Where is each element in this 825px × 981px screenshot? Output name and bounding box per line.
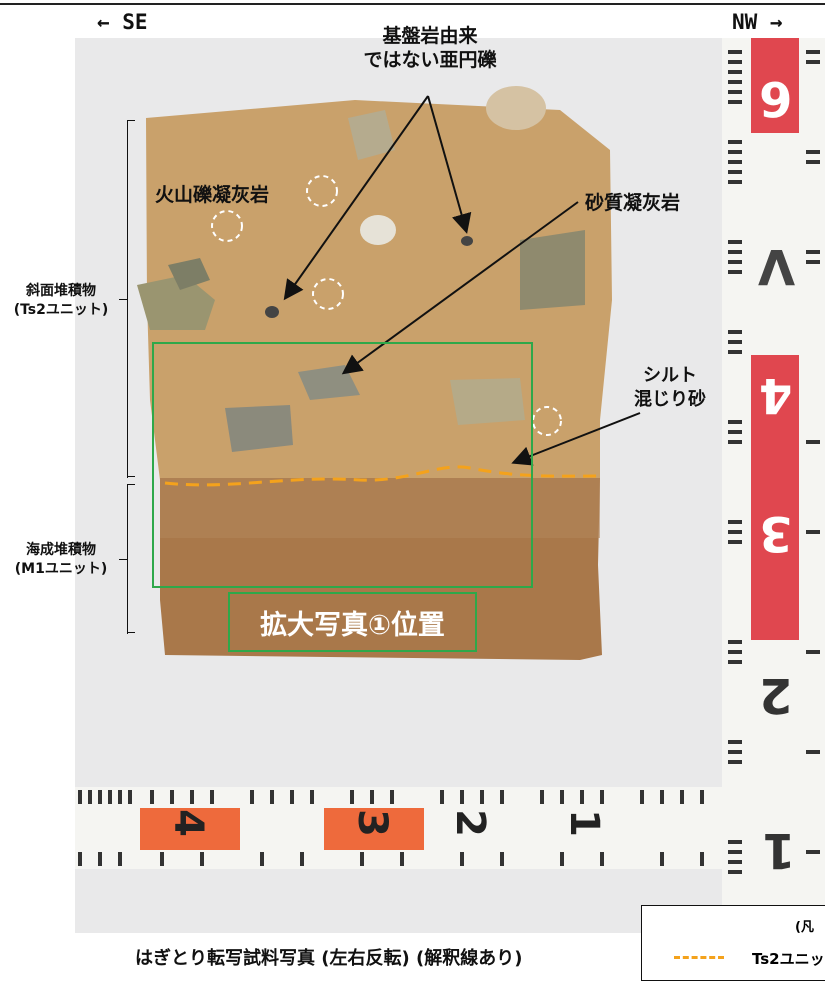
clast-angular-7 bbox=[348, 110, 395, 160]
silt-sand-label: シルト 混じり砂 bbox=[630, 364, 710, 412]
marine-deposit-label: 海成堆積物 (M1ユニット) bbox=[4, 541, 118, 579]
marine-deposit-brace bbox=[119, 484, 135, 634]
silt-sand-line1: シルト bbox=[643, 365, 697, 386]
enlarged-area-box bbox=[152, 342, 533, 588]
unit-boundary-line bbox=[164, 465, 601, 487]
subangular-gravel-label: 基盤岩由来 ではない亜円礫 bbox=[330, 24, 530, 72]
photo-caption: はぎとり転写試料写真 (左右反転) (解釈線あり) bbox=[135, 948, 523, 969]
ruler-v-digit-2: 2 bbox=[759, 667, 793, 723]
marine-deposit-line2: (M1ユニット) bbox=[14, 561, 108, 577]
marine-deposit-line1: 海成堆積物 bbox=[26, 542, 96, 558]
legend-dash-symbol bbox=[674, 956, 724, 959]
sandy-tuff-label: 砂質凝灰岩 bbox=[585, 192, 681, 214]
ruler-h-digit-2: 2 bbox=[446, 809, 493, 837]
clast-rounded-cobble bbox=[486, 86, 546, 130]
legend-box: (凡 Ts2ユニッ bbox=[641, 905, 825, 981]
clast-angular-3 bbox=[225, 405, 293, 452]
subangular-gravel-line1: 基盤岩由来 bbox=[382, 25, 478, 47]
direction-nw-label: NW → bbox=[732, 10, 783, 34]
slope-deposit-label: 斜面堆積物 (Ts2ユニット) bbox=[4, 282, 118, 320]
ruler-v-digit-6: 6 bbox=[759, 70, 793, 126]
ruler-h-digit-4: 4 bbox=[164, 809, 211, 837]
top-border-line bbox=[0, 3, 825, 5]
subangular-gravel-line2: ではない亜円礫 bbox=[363, 49, 497, 71]
slope-deposit-line1: 斜面堆積物 bbox=[26, 283, 96, 299]
slope-deposit-brace bbox=[119, 120, 135, 478]
ruler-v-digit-3: 3 bbox=[759, 505, 793, 561]
volcanic-tuff-label: 火山礫凝灰岩 bbox=[155, 184, 270, 206]
ruler-v-digit-5: V bbox=[758, 238, 796, 294]
ruler-v-digit-1: 1 bbox=[762, 822, 796, 878]
enlarged-photo-label: 拡大写真①位置 bbox=[228, 592, 477, 652]
legend-item-label: Ts2ユニッ bbox=[752, 950, 825, 968]
clast-angular-5 bbox=[450, 378, 525, 425]
ruler-v-digit-4: 4 bbox=[759, 367, 793, 423]
clast-angular-2 bbox=[168, 258, 210, 290]
slope-deposit-line2: (Ts2ユニット) bbox=[13, 302, 109, 318]
legend-title: (凡 bbox=[795, 920, 814, 935]
clast-angular-6 bbox=[520, 230, 585, 310]
silt-sand-line2: 混じり砂 bbox=[634, 389, 706, 410]
clast-angular-1 bbox=[137, 275, 215, 330]
direction-se-label: ← SE bbox=[97, 10, 148, 34]
ruler-h-digit-3: 3 bbox=[348, 809, 395, 837]
ruler-h-digit-1: 1 bbox=[560, 809, 607, 837]
